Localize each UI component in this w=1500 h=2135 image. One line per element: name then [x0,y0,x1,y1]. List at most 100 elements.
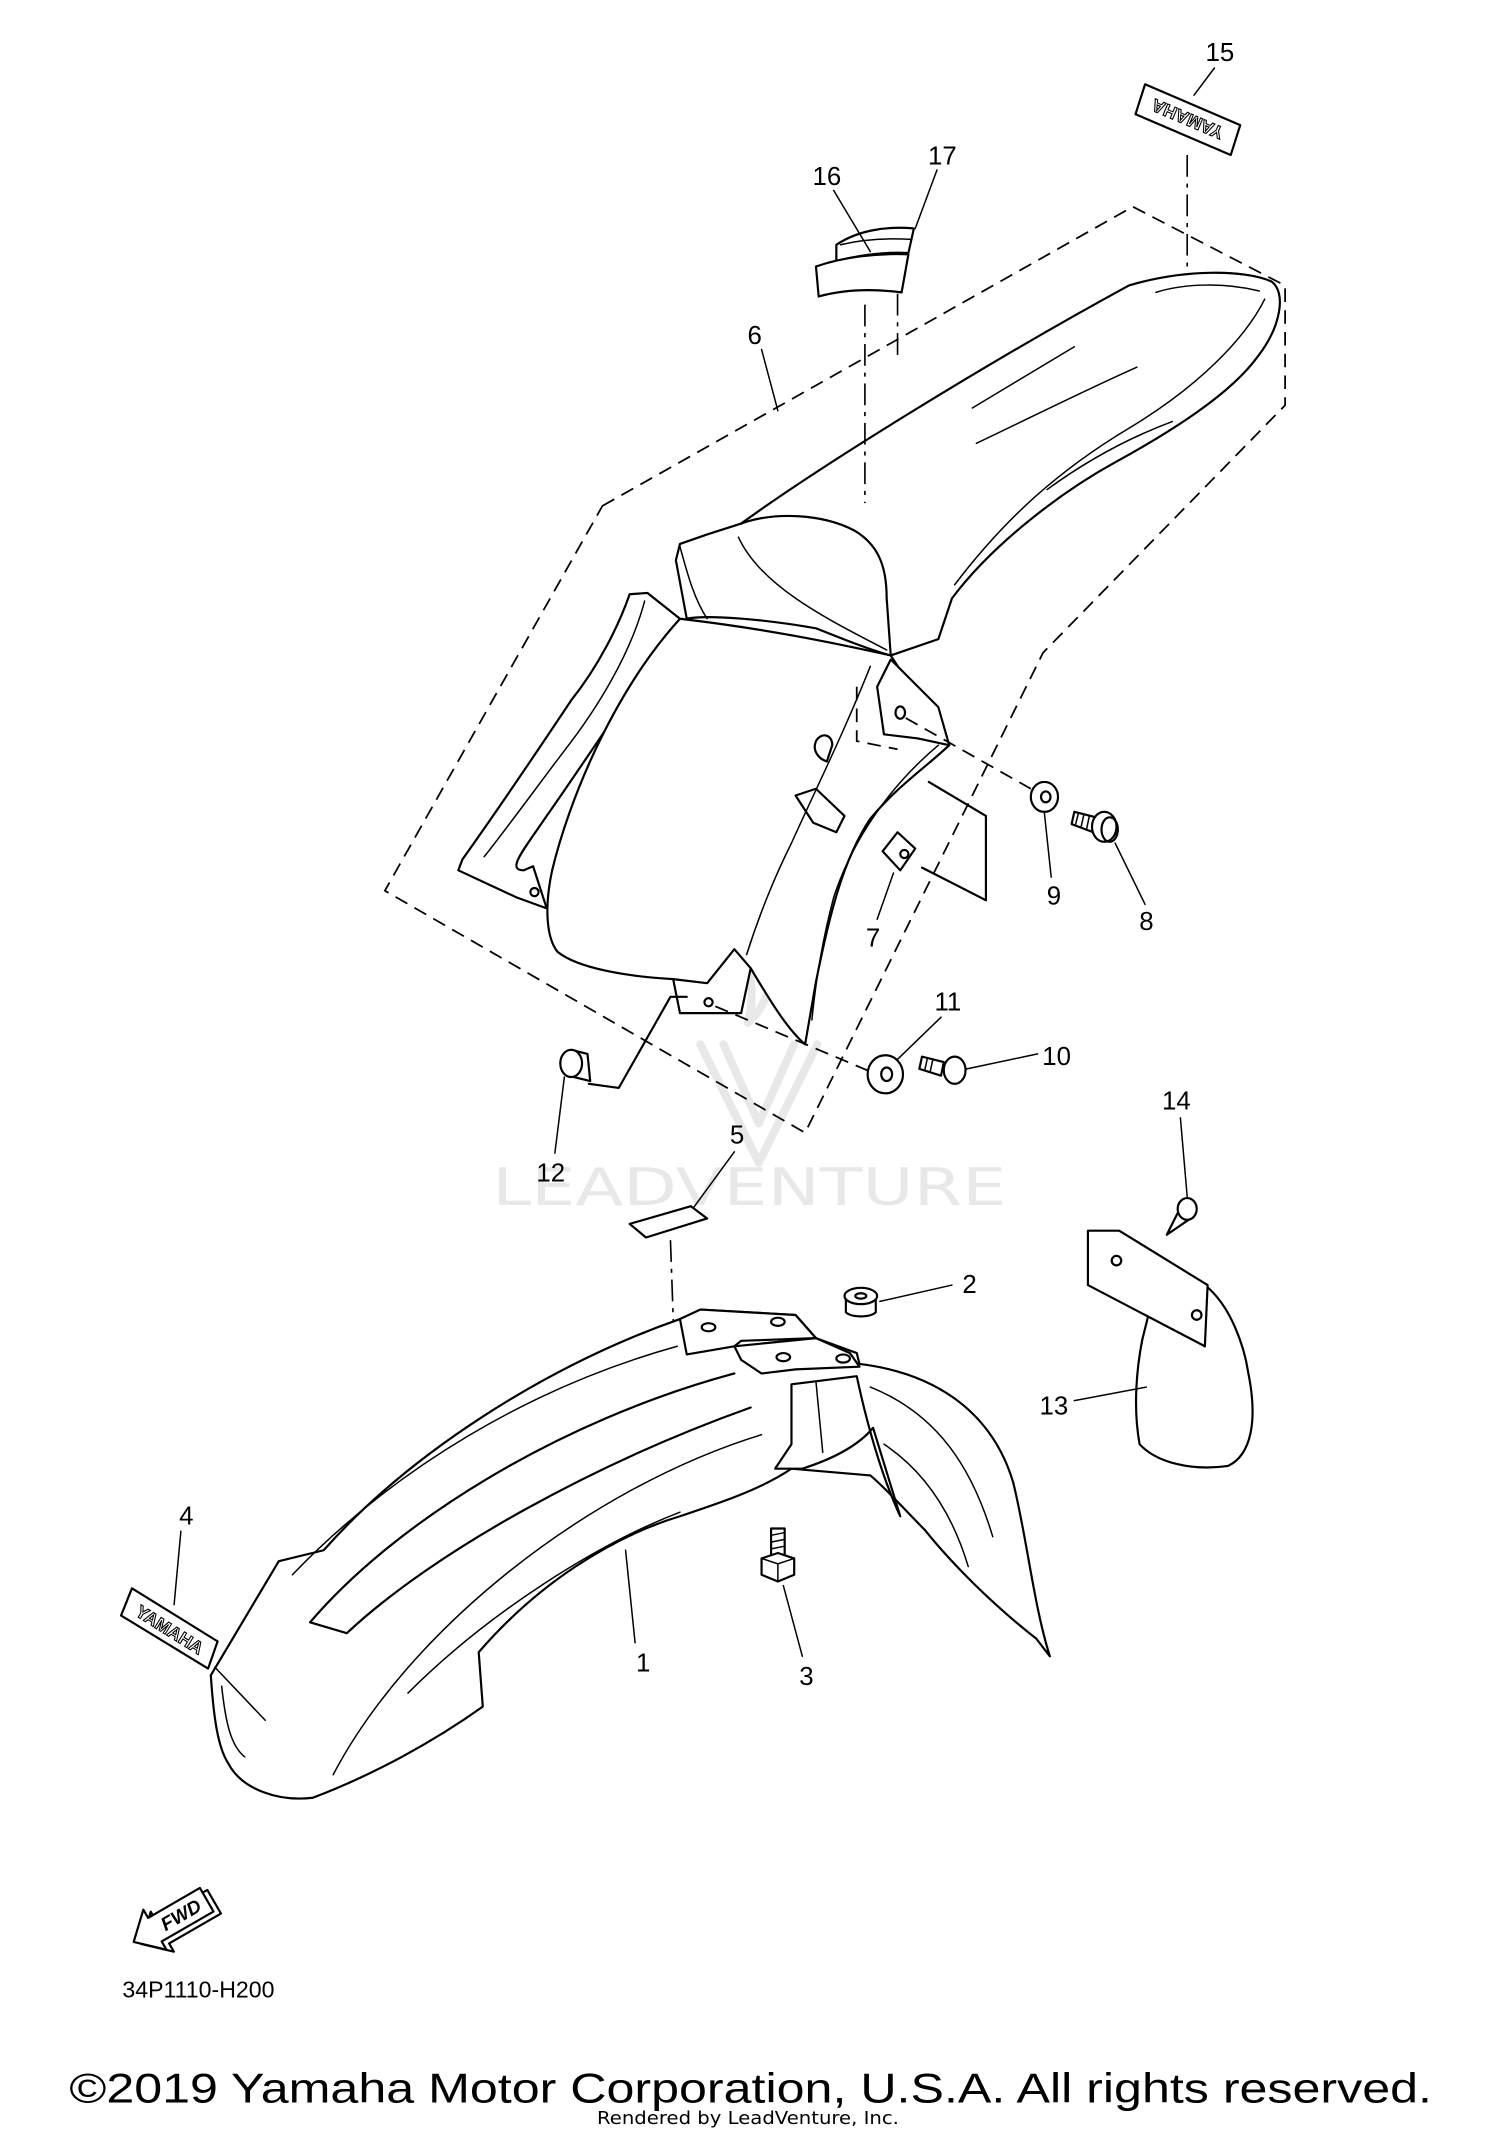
front-fender-hole-4 [835,1353,852,1364]
washer-11-inner [880,1066,894,1083]
mud-guard-hole-2 [1190,1309,1203,1321]
front-fender-hole-1 [700,1322,717,1333]
front-fender-mount [774,1375,902,1518]
rear-fender-tail-edge [811,744,940,1021]
grommet-2-top [843,1286,879,1306]
leader-3 [782,1584,804,1658]
screw-14-head [1176,1196,1198,1221]
callout-16[interactable]: 16 [812,163,841,191]
leader-7 [876,872,895,921]
grommet-2-hole [854,1292,868,1300]
fwd-arrow-face [132,1886,215,1951]
rear-fender-mount-bracket [876,658,951,747]
rear-fender-assembly-boundary [383,205,1286,1135]
rear-fender-left-flap-edge [483,600,646,858]
hidden-line-nut-lower [920,780,988,902]
leader-11 [896,1016,942,1061]
grommet-12-face [559,1048,584,1079]
decal-5 [628,1205,709,1239]
leader-2 [879,1284,953,1303]
callout-13[interactable]: 13 [1040,1392,1069,1420]
leader-17 [914,169,938,230]
rear-fender-lower-bracket [672,948,752,985]
callout-2[interactable]: 2 [962,1271,976,1299]
rear-fender-lower-hole [703,997,714,1008]
callout-15[interactable]: 15 [1205,39,1234,67]
front-fender-top-bracket [678,1308,818,1356]
leader-6 [760,348,779,412]
assembly-line-grommet-12 [587,995,688,1089]
leader-12 [554,1076,566,1154]
callout-8[interactable]: 8 [1139,908,1153,936]
copyright-text: ©2019 Yamaha Motor Corporation, U.S.A. A… [69,2064,1432,2111]
fwd-arrow-icon: FWD [132,1886,223,1953]
front-fender-nose-edge [220,1685,246,1758]
callout-7[interactable]: 7 [866,924,880,952]
callout-4[interactable]: 4 [179,1502,193,1530]
watermark-text: LEADVENTURE [492,1158,1006,1218]
rear-fender-rib-3 [1046,420,1173,491]
callout-14[interactable]: 14 [1162,1088,1191,1116]
front-fender-rib-1 [332,1433,763,1776]
rear-fender-opening-inner [737,536,888,651]
screw-14 [1165,1196,1198,1236]
callout-17[interactable]: 17 [928,143,957,171]
callout-11[interactable]: 11 [934,988,961,1016]
rear-fender-flap-hole [529,886,540,898]
front-fender-mount-edge [815,1380,824,1454]
rear-fender-top-body [674,271,1281,657]
rear-fender-tab [794,787,846,834]
leader-4 [173,1530,182,1606]
bolt-10-thread [923,1057,934,1073]
front-fender-hole-2 [769,1316,786,1327]
assembly-line-bolt-8 [905,717,1032,790]
grommet-2 [843,1286,879,1318]
washer-11-outer [866,1054,905,1095]
washer-11 [866,1054,905,1095]
rear-fender-side-edge [953,298,1266,586]
rear-fender-step [679,545,708,620]
hidden-line-nut-upper [855,686,898,751]
rear-fender-rib-1 [971,346,1076,409]
callout-5[interactable]: 5 [730,1122,744,1150]
mud-guard-plate [1086,1229,1209,1348]
leader-lines [173,67,1216,1658]
grommet-12 [559,1048,592,1083]
leader-10 [966,1053,1039,1070]
bolt-3-thread [770,1531,786,1550]
callout-6[interactable]: 6 [748,322,762,350]
callouts: 1 2 3 4 5 6 7 8 9 10 11 12 13 14 15 16 1… [179,39,1234,1691]
rendered-by-text: Rendered by LeadVenture, Inc. [597,2109,899,2129]
decal-4-leader [214,1666,266,1721]
front-fender-rib-4 [883,1443,970,1568]
rear-fender-rib-2 [975,366,1138,445]
leader-14 [1179,1117,1188,1198]
nut-7 [881,831,917,872]
bolt-3 [760,1527,796,1583]
rear-fender-nose-edge [1155,284,1261,294]
leader-13 [1073,1386,1148,1402]
callout-12[interactable]: 12 [536,1160,565,1188]
callout-10[interactable]: 10 [1042,1043,1071,1071]
leader-1 [624,1549,636,1644]
callout-3[interactable]: 3 [799,1663,813,1691]
washer-9-inner [1039,790,1052,804]
callout-9[interactable]: 9 [1047,882,1061,910]
bolt-10-head [942,1055,967,1085]
callout-1[interactable]: 1 [636,1649,650,1677]
mud-guard-hole-1 [1110,1254,1123,1267]
rear-fender [457,271,1281,1046]
assembly-line-bolt-10 [714,1005,871,1073]
front-fender-inner-rim [291,1345,678,1576]
bolt-8 [1070,810,1119,843]
bolt-8-thread [1074,812,1091,831]
decal-16 [814,252,910,298]
front-fender-body [209,1308,1051,1800]
washer-9-outer [1029,780,1060,813]
leader-5 [692,1151,736,1209]
leader-16 [832,189,872,253]
rear-fender-panel-edge [745,665,872,956]
washer-9 [1029,780,1060,813]
bolt-10 [918,1055,967,1085]
